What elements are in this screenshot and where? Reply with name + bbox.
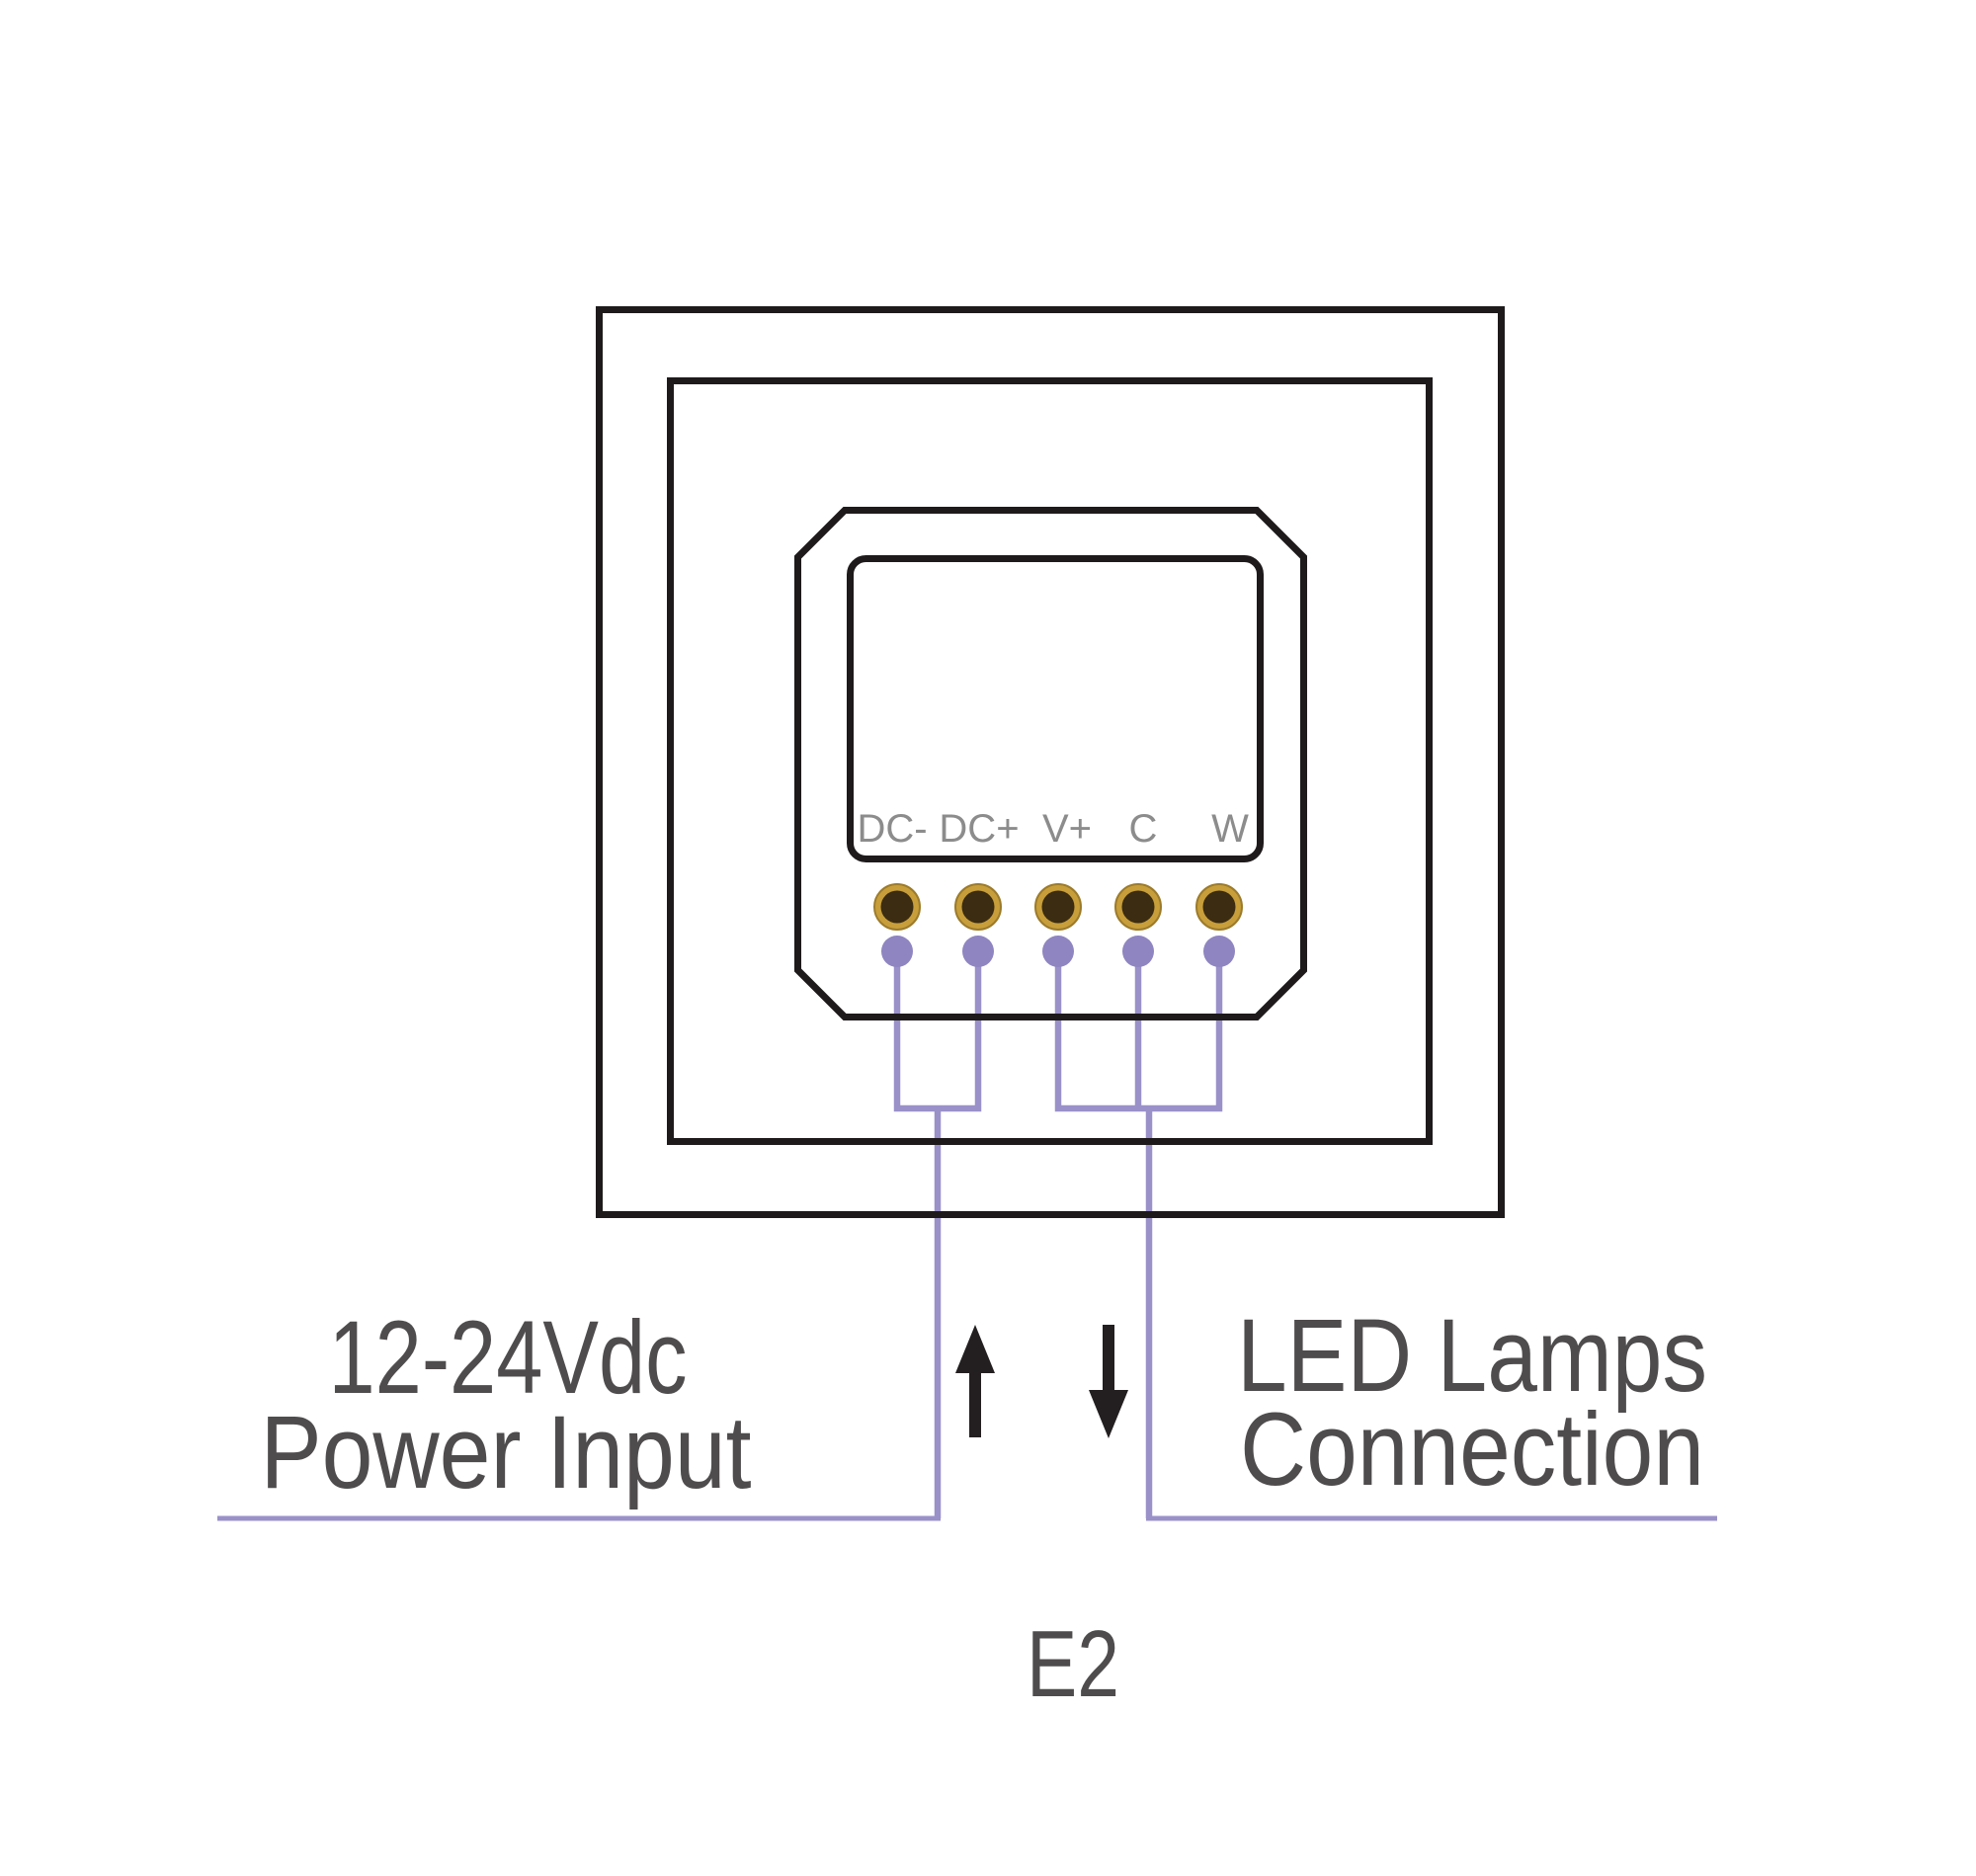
terminal-contact [1195, 883, 1243, 931]
terminal-label-dc-minus: DC- [857, 807, 927, 851]
terminal-contact [873, 883, 921, 931]
model-label: E2 [1027, 1611, 1119, 1717]
wire-dot [1203, 936, 1235, 967]
terminal-core [961, 890, 995, 924]
terminal-label-c: C [1129, 807, 1158, 851]
led-label-line1: LED Lamps [1237, 1298, 1707, 1414]
terminal-contact [954, 883, 1002, 931]
device-octagon [794, 507, 1307, 1020]
terminal-label-w: W [1211, 807, 1249, 851]
terminal-core [1202, 890, 1236, 924]
led-down-arrow [1089, 1325, 1128, 1438]
power-label-line1: 12-24Vdc [329, 1300, 688, 1416]
terminals [873, 883, 1243, 931]
down-arrow-head [1089, 1390, 1128, 1438]
wire-dot [962, 936, 994, 967]
outer-frame [596, 306, 1505, 1218]
inner-frame [667, 377, 1433, 1145]
device-screen [847, 555, 1264, 862]
power-label-line2: Power Input [261, 1395, 752, 1510]
terminal-contact [1034, 883, 1082, 931]
wire-dot [1122, 936, 1154, 967]
terminal-contact [1114, 883, 1162, 931]
terminal-label-dc-plus: DC+ [939, 807, 1019, 851]
power-wire-bracket [893, 951, 982, 1112]
terminal-labels: DC- DC+ V+ C W [857, 807, 1249, 851]
up-arrow-head [955, 1325, 995, 1373]
wiring [217, 936, 1717, 1521]
terminal-core [1041, 890, 1075, 924]
wire-dot [1042, 936, 1074, 967]
power-up-arrow [955, 1325, 995, 1437]
led-label-line2: Connection [1240, 1392, 1704, 1508]
wire-dot [881, 936, 913, 967]
terminal-label-v-plus: V+ [1042, 807, 1092, 851]
terminal-core [880, 890, 914, 924]
terminal-core [1121, 890, 1155, 924]
